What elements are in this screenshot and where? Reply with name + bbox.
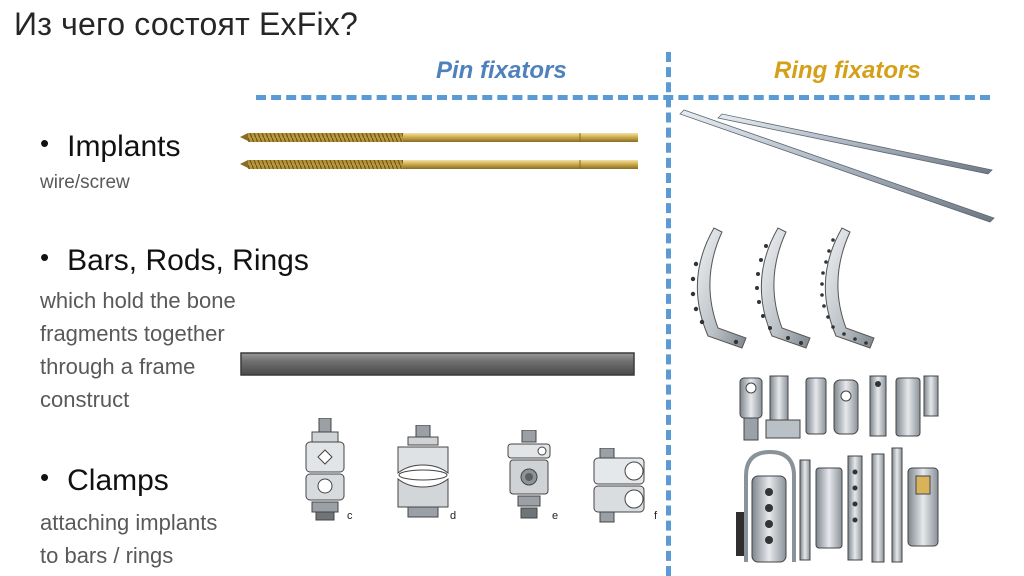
description-line: fragments together: [40, 321, 225, 346]
description-line: attaching implants: [40, 510, 218, 535]
clamp-label: e: [552, 510, 559, 522]
clamp-label: f: [654, 510, 658, 522]
page-title: Из чего состоят ExFix?: [14, 6, 359, 42]
section-description: which hold the bone fragments together t…: [40, 284, 236, 416]
description-line: to bars / rings: [40, 543, 174, 568]
kirschner-wire-icon: [678, 104, 998, 224]
threaded-pin-icon: [240, 128, 642, 174]
section-heading: Bars, Rods, Rings: [67, 244, 309, 277]
section-description: wire/screw: [40, 172, 130, 193]
clamp-icon: [504, 430, 554, 522]
ring-segment-icon: [680, 224, 880, 359]
clamp-label: c: [347, 510, 353, 522]
description-line: construct: [40, 387, 130, 412]
pin-fixators-heading: Pin fixators: [436, 57, 567, 84]
section-clamps: • Clamps: [40, 462, 169, 498]
column-divider: [666, 52, 671, 576]
header-divider: [256, 95, 990, 100]
section-bars: • Bars, Rods, Rings: [40, 242, 309, 278]
description-line: through a frame: [40, 354, 196, 379]
ring-hardware-icon: [736, 372, 946, 572]
carbon-rod-icon: [240, 352, 636, 378]
clamp-label: d: [450, 510, 457, 522]
ring-fixators-heading: Ring fixators: [774, 57, 921, 84]
clamp-icon: [392, 425, 454, 523]
section-heading: Clamps: [67, 464, 169, 497]
section-description: attaching implants to bars / rings: [40, 506, 217, 572]
bullet-dot: •: [40, 242, 50, 272]
clamp-icon: [590, 448, 652, 524]
section-implants: • Implants: [40, 128, 181, 164]
section-heading: Implants: [67, 130, 181, 163]
clamp-icon: [300, 418, 350, 522]
description-line: which hold the bone: [40, 288, 236, 313]
bullet-dot: •: [40, 128, 50, 158]
bullet-dot: •: [40, 462, 50, 492]
